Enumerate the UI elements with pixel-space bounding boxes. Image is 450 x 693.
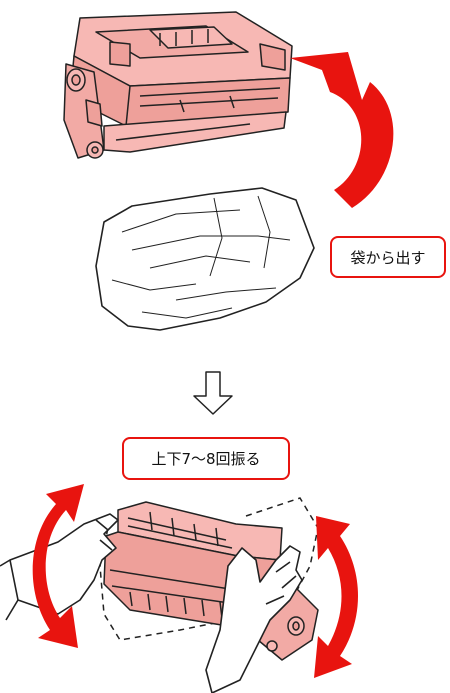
shake-label: 上下7〜8回振る bbox=[151, 450, 261, 468]
plastic-bag bbox=[95, 187, 315, 331]
remove-from-bag-label: 袋から出す bbox=[350, 248, 426, 267]
double-headed-curved-arrow-icon bbox=[314, 516, 358, 678]
right-hand bbox=[205, 545, 303, 693]
toner-cartridge-top bbox=[63, 11, 293, 159]
double-headed-curved-arrow-icon bbox=[32, 484, 84, 648]
remove-from-bag-callout: 袋から出す bbox=[330, 236, 446, 278]
down-arrow-icon bbox=[193, 371, 233, 415]
shake-callout: 上下7〜8回振る bbox=[122, 437, 290, 480]
curved-arrow-icon bbox=[290, 52, 394, 208]
left-hand bbox=[0, 513, 119, 621]
